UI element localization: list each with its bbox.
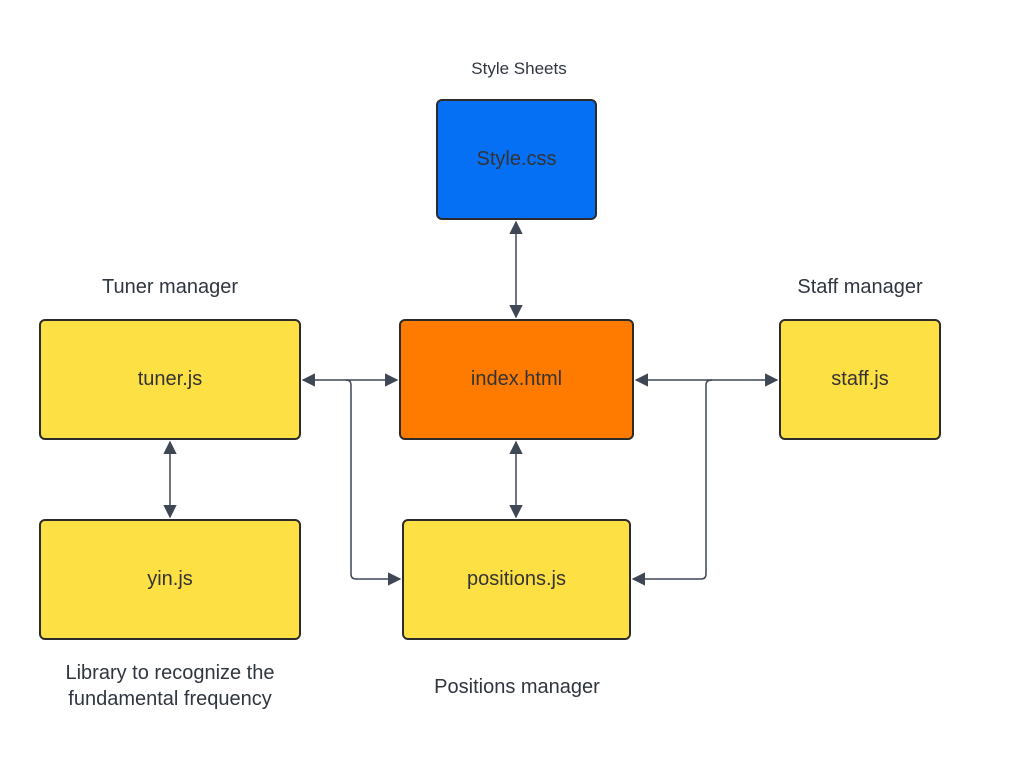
caption-tuner-manager: Tuner manager <box>102 276 238 298</box>
connector-staff-positions <box>631 379 713 586</box>
connector-tuner-positions <box>345 379 402 586</box>
node-staff-js[interactable]: staff.js <box>779 319 941 440</box>
node-index-html[interactable]: index.html <box>399 319 634 440</box>
caption-yin-library: Library to recognize the fundamental fre… <box>65 662 275 710</box>
caption-style-sheets: Style Sheets <box>471 59 567 78</box>
caption-positions-manager: Positions manager <box>434 676 600 698</box>
node-positions-js[interactable]: positions.js <box>402 519 631 640</box>
node-yin-js[interactable]: yin.js <box>39 519 301 640</box>
node-tuner-js-label: tuner.js <box>137 368 203 390</box>
node-staff-js-label: staff.js <box>831 368 889 390</box>
caption-staff-manager: Staff manager <box>797 276 923 298</box>
node-tuner-js[interactable]: tuner.js <box>39 319 301 440</box>
node-index-html-label: index.html <box>470 368 563 390</box>
node-positions-js-label: positions.js <box>467 568 566 590</box>
node-style-css[interactable]: Style.css <box>436 99 597 220</box>
node-style-css-label: Style.css <box>476 148 557 170</box>
node-yin-js-label: yin.js <box>147 568 193 590</box>
